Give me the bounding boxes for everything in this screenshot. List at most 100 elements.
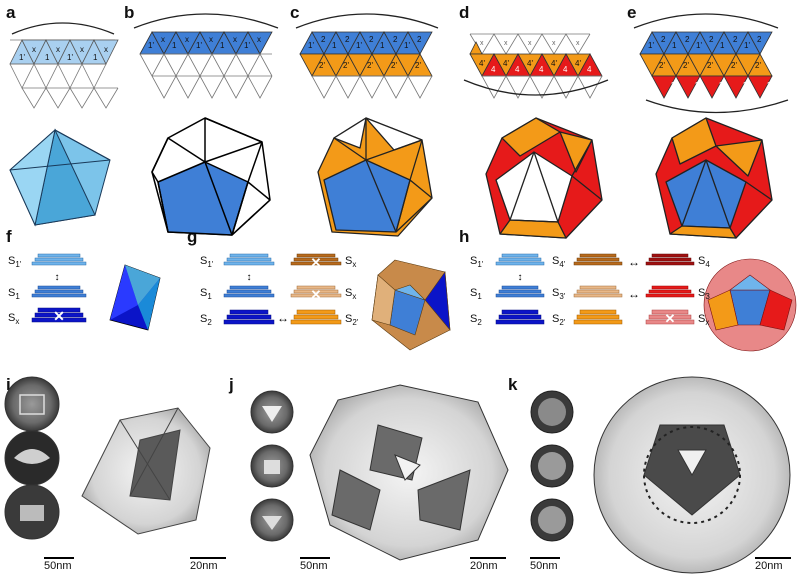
staple-label-f-2: Sx xyxy=(8,312,20,327)
net-d-label: x xyxy=(504,40,508,47)
icosahedron-d xyxy=(485,117,603,239)
panel-h-model xyxy=(703,258,797,352)
staple-label-h-right-1: S3 xyxy=(698,287,710,302)
net-c-label: 2' xyxy=(367,61,373,70)
svg-text:✕: ✕ xyxy=(53,308,65,324)
net-c-label: 2 xyxy=(345,35,350,44)
panel-label-d: d xyxy=(459,3,470,22)
net-c xyxy=(295,13,439,99)
panel-i-classes xyxy=(4,376,60,540)
net-b-label: x xyxy=(161,35,165,44)
net-c-label: 2 xyxy=(369,35,374,44)
panel-j-classes xyxy=(250,390,294,542)
net-d-label: 4 xyxy=(587,65,592,74)
svg-text:↕: ↕ xyxy=(518,272,523,283)
net-e-label: 1' xyxy=(696,41,702,50)
net-c-label: 2 xyxy=(393,35,398,44)
panel-f-model xyxy=(109,264,161,331)
panel-label-k: k xyxy=(508,375,518,394)
net-a-label: 1 xyxy=(93,53,98,62)
panel-label-j: j xyxy=(229,375,234,394)
net-b-label: 1' xyxy=(148,41,154,50)
net-a-label: x xyxy=(32,45,36,54)
net-e-label: 2' xyxy=(659,61,665,70)
staple-label-h-mid-1: S3' xyxy=(552,287,566,302)
staple-label-g-left-0: S1' xyxy=(200,255,214,270)
scale-bar-i-right: 20nm xyxy=(190,557,226,572)
icosahedron-b xyxy=(151,117,271,236)
net-d-label: 4 xyxy=(563,65,568,74)
net-e-label: 3 xyxy=(767,81,772,90)
net-a-label: x xyxy=(56,45,60,54)
net-a xyxy=(9,22,119,109)
staple-label-h-left-1: S1 xyxy=(470,287,482,302)
net-a-label: 1' xyxy=(19,53,25,62)
staple-s1 xyxy=(31,285,87,298)
staple-label-h-mid-2: S2' xyxy=(552,313,566,328)
net-c-label: 2' xyxy=(415,61,421,70)
svg-text:✕: ✕ xyxy=(311,255,322,270)
net-d-label: 4 xyxy=(539,65,544,74)
net-e-label: 2' xyxy=(707,61,713,70)
net-d-label: 4' xyxy=(479,59,485,68)
scale-bar-j-right: 20nm xyxy=(470,557,506,572)
svg-text:↕: ↕ xyxy=(247,272,252,283)
staple-label-h-right-0: S4 xyxy=(698,255,710,270)
net-e-label: 2' xyxy=(755,61,761,70)
icosahedron-c xyxy=(317,117,433,237)
net-e-label: 3 xyxy=(719,81,724,90)
net-e-label: 3 xyxy=(743,81,748,90)
net-b-label: x xyxy=(209,35,213,44)
scale-bar-j-left: 50nm xyxy=(300,557,330,572)
panel-g-model xyxy=(371,259,451,351)
panel-label-f: f xyxy=(6,227,12,246)
octahedron-a xyxy=(9,128,111,227)
net-d-label: 4 xyxy=(515,65,520,74)
net-c-label: 2' xyxy=(319,61,325,70)
net-c-label: 2 xyxy=(321,35,326,44)
net-e-label: 1 xyxy=(672,41,677,50)
staple-sx xyxy=(31,307,87,323)
net-e-label: 2' xyxy=(683,61,689,70)
net-b-label: 1' xyxy=(244,41,250,50)
scale-bar-i-left: 50nm xyxy=(44,557,74,572)
net-d-label: 4' xyxy=(575,59,581,68)
net-d-label: x xyxy=(528,40,532,47)
svg-text:✕: ✕ xyxy=(665,311,676,326)
panel-label-g: g xyxy=(187,227,198,246)
net-b-label: x xyxy=(185,35,189,44)
panel-label-c: c xyxy=(290,3,300,22)
panel-label-b: b xyxy=(124,3,135,22)
net-d-label: 4 xyxy=(491,65,496,74)
net-c-label: 2' xyxy=(343,61,349,70)
panel-i-reconstruction xyxy=(81,407,211,535)
net-e xyxy=(633,13,789,114)
net-c-label: 1' xyxy=(404,41,410,50)
net-c-label: 1 xyxy=(332,41,337,50)
staple-label-h-mid-0: S4' xyxy=(552,255,566,270)
net-c-label: 1' xyxy=(356,41,362,50)
staple-label-g-left-2: S2 xyxy=(200,313,212,328)
net-e-label: 1 xyxy=(720,41,725,50)
panel-g-stack: ↕ ↔ ✕ ✕ xyxy=(223,253,342,325)
net-d-label: x xyxy=(480,40,484,47)
staple-label-g-right-2: S2' xyxy=(345,313,359,328)
net-b-label: 1' xyxy=(196,41,202,50)
net-b-label: x xyxy=(257,35,261,44)
net-d-label: 4' xyxy=(503,59,509,68)
net-e-label: 2 xyxy=(709,35,714,44)
net-e-label: 1' xyxy=(648,41,654,50)
panel-k-classes xyxy=(530,390,574,542)
net-a-label: 1 xyxy=(45,53,50,62)
net-b xyxy=(133,13,279,99)
panel-j-reconstruction xyxy=(309,384,509,561)
net-b-label: 1 xyxy=(172,41,177,50)
net-c-label: 2' xyxy=(391,61,397,70)
staple-label-h-right-2: Sx xyxy=(698,313,710,328)
scale-bar-k-left: 50nm xyxy=(530,557,560,572)
staple-label-f-1: S1 xyxy=(8,287,20,302)
net-e-label: 2' xyxy=(731,61,737,70)
net-e-label: 1' xyxy=(744,41,750,50)
net-e-label: 3 xyxy=(671,81,676,90)
